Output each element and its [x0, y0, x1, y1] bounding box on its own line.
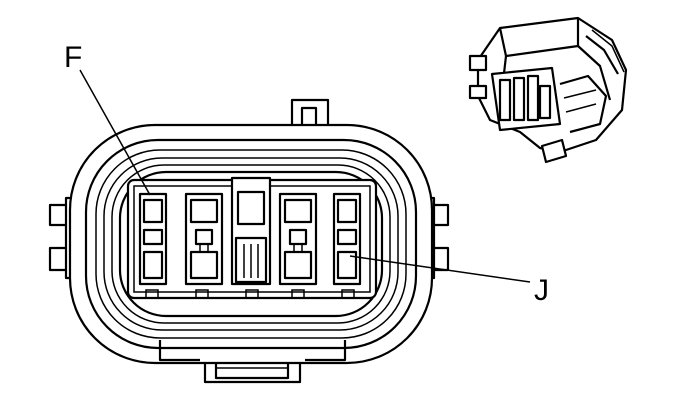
terminal-cavity-j	[332, 192, 362, 286]
callout-j: J	[534, 274, 549, 307]
terminal-cavity-center	[230, 176, 272, 286]
terminal-cavity-f	[138, 192, 168, 286]
leader-line-j	[349, 255, 531, 283]
terminal-cavity-4	[278, 192, 318, 286]
leader-line-f	[79, 69, 151, 196]
callout-f: F	[64, 41, 82, 74]
block-notches	[145, 289, 355, 299]
terminal-cavity-2	[184, 192, 224, 286]
connector-isometric-view	[468, 16, 628, 164]
